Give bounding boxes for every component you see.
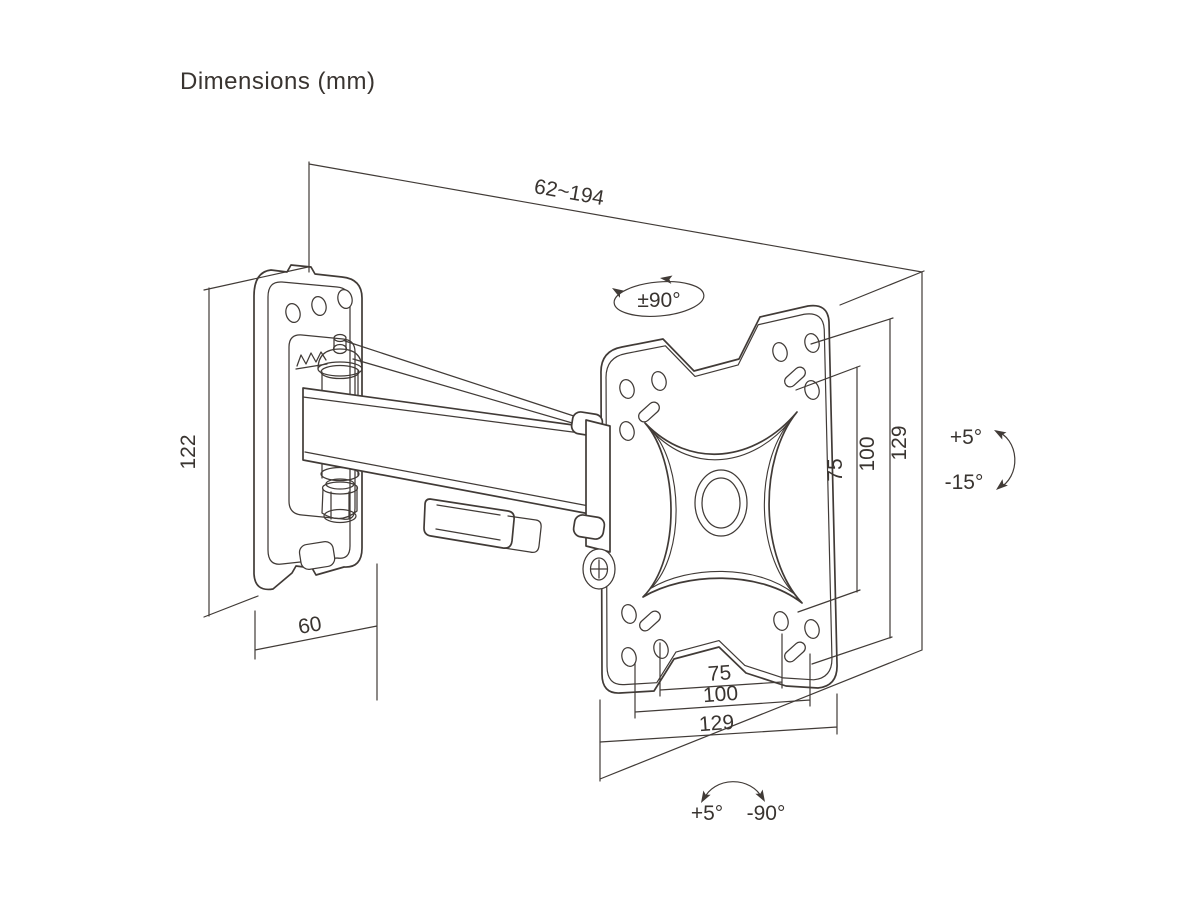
dim-vesa-width-129-label: 129 <box>698 711 735 736</box>
dim-line-wall-plate-width <box>254 563 378 701</box>
swivel-annotation: ±90° <box>612 275 705 317</box>
page-title: Dimensions (mm) <box>180 68 376 95</box>
swivel-pivot-screw <box>582 548 616 590</box>
dim-line-vesa-width-75 <box>659 633 783 697</box>
rotation-annotation: +5° -90° <box>691 781 786 825</box>
wall-mount-screw-holes <box>285 289 353 570</box>
dim-wall-plate-height-label: 122 <box>177 434 200 469</box>
vesa-plate <box>600 304 838 694</box>
dim-line-vesa-height-129 <box>599 270 925 782</box>
dim-rotation-up-label: +5° <box>691 802 723 825</box>
dim-line-arm-extension <box>308 161 923 273</box>
articulating-arm <box>302 340 616 590</box>
dim-line-vesa-width-100 <box>634 653 811 719</box>
dim-line-vesa-height-100 <box>810 317 894 665</box>
cable-clip-hook <box>503 515 542 553</box>
vesa-x-plateau-inner <box>650 421 795 595</box>
wall-plate-bottom-slot <box>298 541 336 570</box>
dim-tilt-down-label: -15° <box>945 471 984 494</box>
center-hole-inner <box>701 477 741 529</box>
dim-vesa-height-129-label: 129 <box>888 425 911 460</box>
dim-swivel-range-label: ±90° <box>637 289 680 312</box>
wall-plate-inner-face <box>267 281 351 565</box>
arm-top-strap <box>344 340 587 428</box>
dim-vesa-width-75-label: 75 <box>707 661 732 686</box>
dim-line-vesa-height-75 <box>795 365 861 613</box>
cable-clip <box>423 498 515 549</box>
tilt-annotation: +5° -15° <box>945 426 1016 494</box>
dim-rotation-down-label: -90° <box>747 802 786 825</box>
dim-line-vesa-width-129 <box>599 693 838 743</box>
dim-tilt-up-label: +5° <box>950 426 982 449</box>
serrated-washer <box>295 351 328 370</box>
dim-line-wall-plate-height <box>203 266 309 618</box>
vesa-mounting-holes <box>619 333 820 667</box>
dim-vesa-height-75-label: 75 <box>824 458 847 481</box>
arm-end-tab-bottom <box>572 514 606 540</box>
dimension-annotations: 62~194 ±90° 122 60 75 100 129 75 100 129 <box>177 161 1016 825</box>
wall-plate-hinge-cavity <box>288 334 356 520</box>
dim-vesa-height-100-label: 100 <box>856 436 879 471</box>
hinge-hex-nut <box>321 486 358 520</box>
dim-vesa-width-100-label: 100 <box>702 682 739 707</box>
dim-wall-plate-width-label: 60 <box>296 612 323 639</box>
hinge-ball-dome <box>317 348 363 370</box>
